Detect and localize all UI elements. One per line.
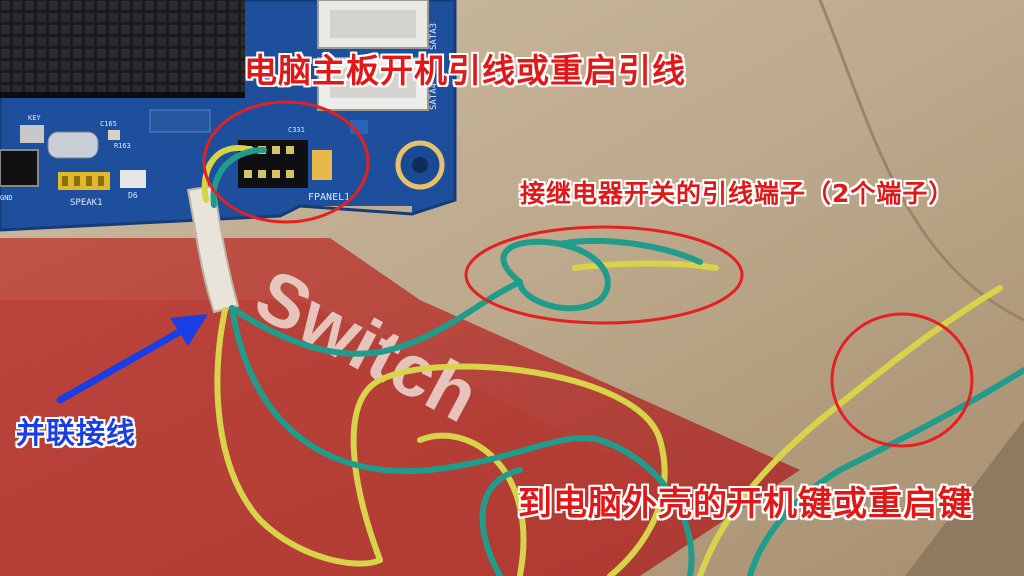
motherboard: SPEAK1 FPANEL1 SATA3 SATA4 D6 C165 R163 … <box>0 0 457 232</box>
pcb-label-c165: C165 <box>100 120 117 128</box>
heatsink <box>0 0 245 96</box>
yellow-wires <box>201 145 1003 576</box>
annotation-circles <box>202 100 974 448</box>
circle-fpanel <box>202 100 370 224</box>
speaker-header <box>58 172 110 190</box>
heat-shrink-sleeve <box>186 184 240 314</box>
pcb-label-d6: D6 <box>128 191 138 200</box>
circle-relay-terminals <box>464 225 744 325</box>
circle-case-wires <box>830 312 974 448</box>
label-motherboard-power-reset-leads: 电脑主板开机引线或重启引线 <box>244 51 686 90</box>
cardboard-edge <box>905 420 1024 576</box>
blue-arrow <box>56 314 208 404</box>
sata-connectors <box>317 0 429 134</box>
cardboard-crease <box>818 0 1024 322</box>
pcb-label-key: KEY <box>28 114 41 122</box>
pcb-label-r163: R163 <box>114 142 131 150</box>
pcb-label-c331: C331 <box>288 126 305 134</box>
pcb-label-fpanel: FPANEL1 <box>308 192 350 203</box>
label-parallel-wiring: 并联接线 <box>16 416 137 450</box>
label-relay-terminals: 接继电器开关的引线端子（2个端子） <box>520 179 955 208</box>
pcb-label-sata3: SATA3 <box>429 23 439 50</box>
label-to-case-buttons: 到电脑外壳的开机键或重启键 <box>518 484 973 524</box>
pcb-label-sata4: SATA4 <box>429 83 439 110</box>
pcb-label-speak: SPEAK1 <box>70 198 103 208</box>
pcb-label-gnd: GND <box>0 194 13 202</box>
red-print-inner <box>0 300 700 576</box>
